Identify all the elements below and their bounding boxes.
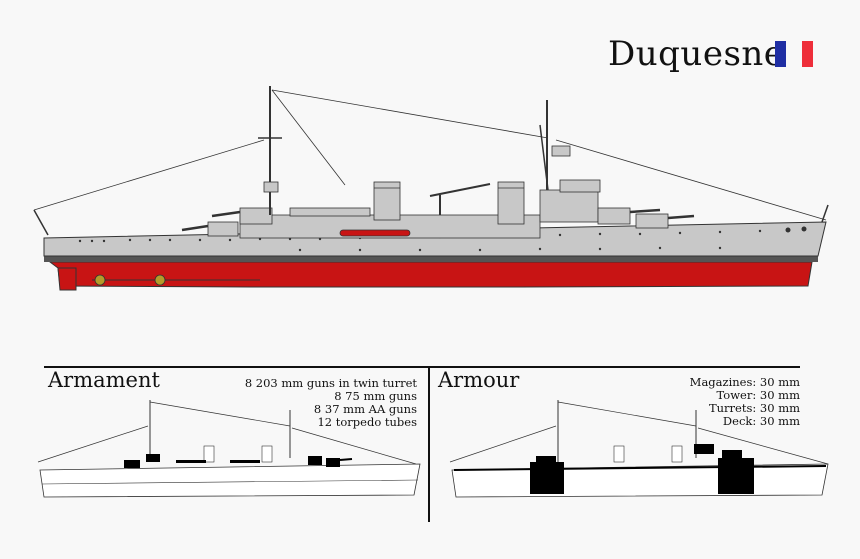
ship-name: Duquesne xyxy=(608,34,785,74)
armament-specs: 8 203 mm guns in twin turret 8 75 mm gun… xyxy=(245,377,417,429)
armour-specs: Magazines: 30 mm Tower: 30 mm Turrets: 3… xyxy=(690,376,800,428)
armament-line: 8 37 mm AA guns xyxy=(313,402,417,416)
armament-line: 8 203 mm guns in twin turret xyxy=(244,376,417,390)
main-ship-profile xyxy=(33,86,829,291)
armament-line: 8 75 mm guns xyxy=(334,389,417,403)
armament-line: 12 torpedo tubes xyxy=(317,415,417,429)
armour-line: Turrets: 30 mm xyxy=(708,401,800,415)
armour-line: Magazines: 30 mm xyxy=(689,375,800,389)
french-flag-icon xyxy=(775,41,813,67)
armament-ship-outline xyxy=(37,400,421,498)
armour-heading: Armour xyxy=(438,368,520,392)
armour-line: Deck: 30 mm xyxy=(722,414,800,428)
armament-heading: Armament xyxy=(48,368,160,392)
armour-ship-outline xyxy=(449,400,829,498)
armour-line: Tower: 30 mm xyxy=(716,388,800,402)
